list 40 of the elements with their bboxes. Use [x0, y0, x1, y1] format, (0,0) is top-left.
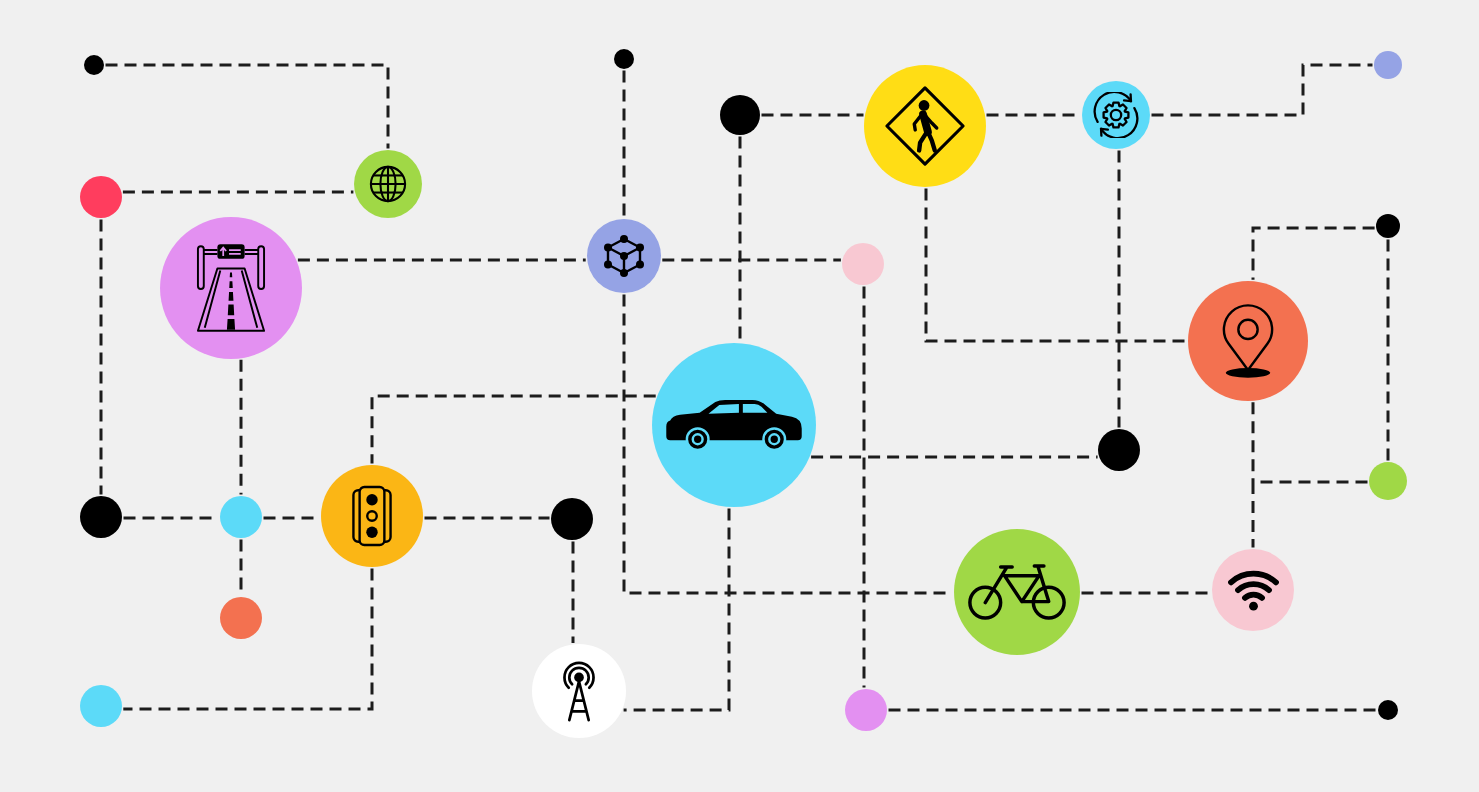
- dashed-connector: [1151, 63, 1373, 117]
- dot-node: [551, 498, 593, 540]
- dashed-connector: [297, 258, 586, 262]
- dot-node: [84, 55, 104, 75]
- dashed-connector: [623, 508, 731, 712]
- dot-node: [845, 689, 887, 731]
- dashed-connector: [1386, 239, 1390, 461]
- dot-node: [614, 49, 634, 69]
- dashed-connector: [888, 708, 1377, 712]
- dashed-connector: [1081, 591, 1211, 595]
- dashed-connector: [622, 70, 626, 218]
- dashed-connector: [738, 136, 742, 342]
- dashed-connector: [123, 568, 374, 711]
- dashed-connector: [571, 541, 575, 643]
- dot-node: [1098, 429, 1140, 471]
- dashed-connector: [761, 113, 864, 117]
- dot-node: [80, 176, 122, 218]
- dashed-connector: [239, 359, 243, 495]
- dot-node: [842, 243, 884, 285]
- dot-node: [720, 95, 760, 135]
- dot-node: [1378, 700, 1398, 720]
- dashed-connector: [370, 394, 656, 464]
- dot-node: [80, 685, 122, 727]
- dot-node: [80, 496, 122, 538]
- dashed-connector: [662, 258, 841, 262]
- dot-node: [1376, 214, 1400, 238]
- dot-node: [1374, 51, 1402, 79]
- dashed-connector: [924, 188, 1187, 343]
- dashed-connector: [1117, 150, 1121, 428]
- dashed-connector: [1251, 226, 1375, 280]
- dashed-connector: [1251, 402, 1255, 482]
- dot-node: [220, 597, 262, 639]
- dashed-connector: [105, 63, 390, 149]
- dashed-connector: [424, 516, 550, 520]
- dashed-connector: [122, 190, 354, 194]
- dot-node: [1369, 462, 1407, 500]
- dashed-connector: [99, 219, 103, 495]
- dashed-connector: [811, 455, 1098, 459]
- dashed-connector: [862, 286, 866, 688]
- dot-node: [220, 496, 262, 538]
